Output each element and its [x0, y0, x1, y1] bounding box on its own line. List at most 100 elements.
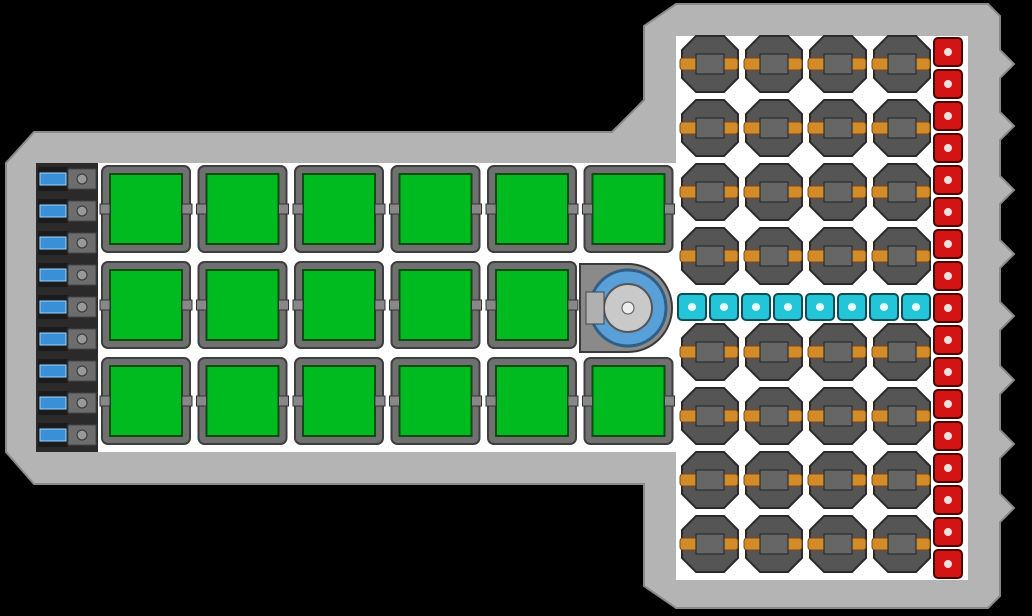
turret-grid: [679, 35, 931, 573]
turret-mount: [759, 245, 789, 267]
thruster-nozzle: [39, 236, 67, 250]
thruster-nozzle: [39, 268, 67, 282]
red-block: [933, 453, 963, 483]
cargo-fill: [205, 173, 280, 245]
turret-mount: [823, 53, 853, 75]
cargo-container: [292, 165, 386, 253]
red-block-light: [944, 80, 952, 88]
turret: [679, 163, 739, 221]
turret-mount: [887, 53, 917, 75]
turret-mount: [759, 181, 789, 203]
red-block-light: [944, 528, 952, 536]
thruster-nozzle: [39, 396, 67, 410]
thruster: [38, 199, 97, 223]
cyan-block-light: [688, 303, 696, 311]
red-block: [933, 101, 963, 131]
cargo-container: [389, 357, 482, 445]
cargo-connector: [374, 299, 386, 311]
red-block: [933, 197, 963, 227]
turret-mount: [695, 245, 725, 267]
cyan-block: [709, 293, 739, 321]
turret: [679, 387, 739, 445]
cargo-connector: [567, 299, 579, 311]
cargo-container: [292, 357, 386, 445]
cyan-block-light: [720, 303, 728, 311]
thruster-column: [38, 167, 97, 447]
red-block: [933, 325, 963, 355]
red-block-light: [944, 112, 952, 120]
turret-mount: [887, 117, 917, 139]
turret-mount: [695, 53, 725, 75]
red-block: [933, 165, 963, 195]
cargo-fill: [302, 365, 376, 437]
red-block-light: [944, 432, 952, 440]
cargo-connector: [582, 203, 593, 215]
thruster: [38, 391, 97, 415]
cargo-connector: [567, 395, 579, 407]
cyan-block-light: [784, 303, 792, 311]
cyan-block-light: [912, 303, 920, 311]
cyan-block-light: [848, 303, 856, 311]
red-block: [933, 517, 963, 547]
thruster-nozzle: [39, 300, 67, 314]
cargo-container: [196, 261, 289, 349]
cockpit-center: [621, 301, 635, 315]
red-block-light: [944, 144, 952, 152]
red-block-light: [944, 208, 952, 216]
cargo-fill: [109, 365, 183, 437]
cyan-block: [773, 293, 803, 321]
cyan-block: [677, 293, 707, 321]
turret-mount: [823, 245, 853, 267]
cargo-fill: [398, 365, 473, 437]
turret: [743, 99, 803, 157]
cargo-connector: [278, 299, 289, 311]
cargo-connector: [471, 203, 482, 215]
turret: [871, 323, 931, 381]
turret-mount: [695, 533, 725, 555]
turret-mount: [887, 341, 917, 363]
red-block-light: [944, 464, 952, 472]
cargo-connector: [292, 203, 304, 215]
turret: [807, 35, 867, 93]
red-block: [933, 261, 963, 291]
cargo-fill: [398, 173, 473, 245]
thruster-bolt: [76, 205, 88, 217]
cargo-connector: [278, 203, 289, 215]
cargo-connector: [196, 203, 207, 215]
cargo-connector: [471, 299, 482, 311]
cargo-container: [99, 357, 193, 445]
turret: [807, 99, 867, 157]
cargo-connector: [389, 395, 400, 407]
cargo-connector: [485, 299, 497, 311]
cargo-connector: [278, 395, 289, 407]
cargo-container: [485, 165, 579, 253]
cargo-fill: [495, 365, 569, 437]
cargo-grid: [99, 165, 675, 445]
cargo-container: [99, 261, 193, 349]
red-block: [933, 421, 963, 451]
cargo-connector: [374, 203, 386, 215]
cargo-connector: [292, 395, 304, 407]
turret: [871, 451, 931, 509]
red-block-light: [944, 272, 952, 280]
turret: [871, 227, 931, 285]
cargo-container: [582, 357, 675, 445]
turret-mount: [759, 341, 789, 363]
cargo-connector: [99, 395, 111, 407]
cargo-fill: [205, 365, 280, 437]
cargo-connector: [181, 299, 193, 311]
thruster-nozzle: [39, 364, 67, 378]
cargo-connector: [374, 395, 386, 407]
thruster: [38, 327, 97, 351]
cargo-container: [389, 165, 482, 253]
red-block-light: [944, 496, 952, 504]
cyan-block: [837, 293, 867, 321]
red-block: [933, 549, 963, 579]
turret-mount: [759, 533, 789, 555]
cyan-block: [901, 293, 931, 321]
turret: [807, 515, 867, 573]
red-block: [933, 293, 963, 323]
cargo-fill: [495, 173, 569, 245]
turret: [807, 227, 867, 285]
cargo-connector: [181, 395, 193, 407]
